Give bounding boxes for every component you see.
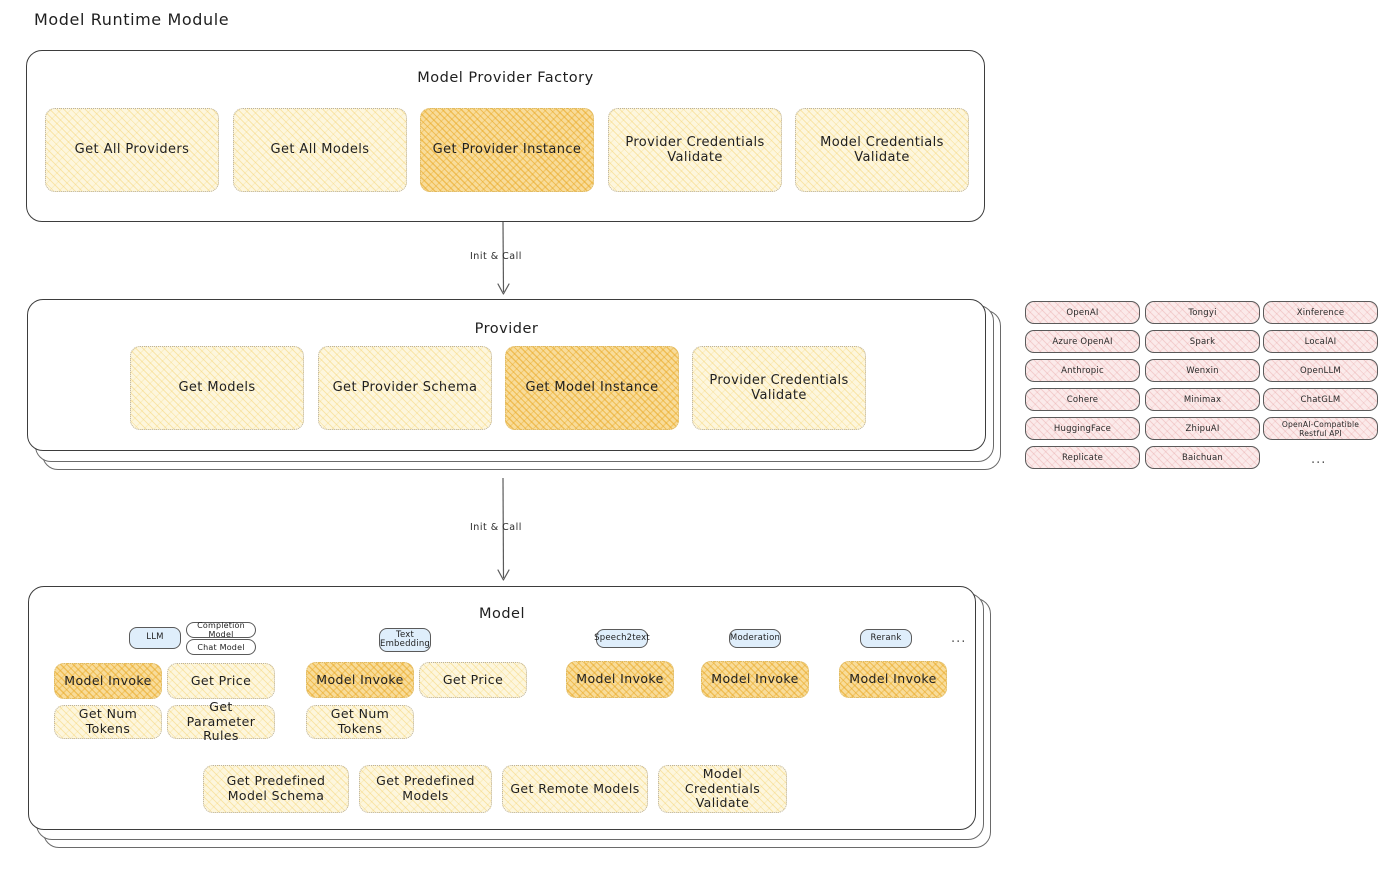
provider-chip-chatglm[interactable]: ChatGLM <box>1263 388 1378 411</box>
arrow-factory-to-provider: Init & Call <box>465 221 585 300</box>
model-subtype-chip-completion-model[interactable]: Completion Model <box>186 621 256 639</box>
box-get-provider-schema[interactable]: Get Provider Schema <box>318 346 492 430</box>
page-title: Model Runtime Module <box>34 10 230 29</box>
arrow-label-init-call-1: Init & Call <box>470 251 522 262</box>
box-text-embedding-get-num-tokens[interactable]: Get Num Tokens <box>306 705 414 739</box>
provider-chip-localai[interactable]: LocalAI <box>1263 330 1378 353</box>
panel-title-model-provider-factory: Model Provider Factory <box>417 70 594 86</box>
provider-chip-zhipuai[interactable]: ZhipuAI <box>1145 417 1260 440</box>
box-llm-get-num-tokens[interactable]: Get Num Tokens <box>54 705 162 739</box>
model-type-chip-rerank[interactable]: Rerank <box>860 629 912 648</box>
provider-chip-anthropic[interactable]: Anthropic <box>1025 359 1140 382</box>
arrow-icon <box>497 477 510 581</box>
box-llm-model-invoke[interactable]: Model Invoke <box>54 663 162 699</box>
provider-chip-spark[interactable]: Spark <box>1145 330 1260 353</box>
box-text-embedding-model-invoke[interactable]: Model Invoke <box>306 662 414 698</box>
provider-chip-azure-openai[interactable]: Azure OpenAI <box>1025 330 1140 353</box>
box-model-credentials-validate[interactable]: Model Credentials Validate <box>795 108 969 192</box>
provider-chip-openai[interactable]: OpenAI <box>1025 301 1140 324</box>
arrow-label-init-call-2: Init & Call <box>470 522 522 533</box>
provider-chip-xinference[interactable]: Xinference <box>1263 301 1378 324</box>
provider-chip-baichuan[interactable]: Baichuan <box>1145 446 1260 469</box>
provider-chip-openai-compatible-restful-api[interactable]: OpenAI-Compatible Restful API <box>1263 417 1378 440</box>
box-get-remote-models[interactable]: Get Remote Models <box>502 765 648 813</box>
provider-chip-minimax[interactable]: Minimax <box>1145 388 1260 411</box>
box-get-provider-instance[interactable]: Get Provider Instance <box>420 108 594 192</box>
box-get-all-providers[interactable]: Get All Providers <box>45 108 219 192</box>
model-subtype-chip-chat-model[interactable]: Chat Model <box>186 639 256 655</box>
provider-chip-tongyi[interactable]: Tongyi <box>1145 301 1260 324</box>
panel-title-model: Model <box>478 606 526 622</box>
provider-chip-cohere[interactable]: Cohere <box>1025 388 1140 411</box>
box-speech2text-model-invoke[interactable]: Model Invoke <box>566 661 674 698</box>
model-type-chip-llm[interactable]: LLM <box>129 627 181 649</box>
model-types-ellipsis: ... <box>951 631 967 646</box>
provider-chip-huggingface[interactable]: HuggingFace <box>1025 417 1140 440</box>
arrow-icon <box>497 221 510 295</box>
box-moderation-model-invoke[interactable]: Model Invoke <box>701 661 809 698</box>
box-provider-credentials-validate[interactable]: Provider Credentials Validate <box>608 108 782 192</box>
model-type-chip-moderation[interactable]: Moderation <box>729 629 781 648</box>
model-type-chip-speech2text[interactable]: Speech2text <box>594 629 650 648</box>
box-text-embedding-get-price[interactable]: Get Price <box>419 662 527 698</box>
arrow-provider-to-model: Init & Call <box>465 477 585 586</box>
box-llm-get-parameter-rules[interactable]: Get Parameter Rules <box>167 699 275 743</box>
box-provider-credentials-validate-2[interactable]: Provider Credentials Validate <box>692 346 866 430</box>
box-get-predefined-model-schema[interactable]: Get Predefined Model Schema <box>203 765 349 813</box>
box-model-credentials-validate-2[interactable]: Model Credentials Validate <box>658 765 787 813</box>
panel-title-provider: Provider <box>474 321 539 337</box>
provider-chip-openllm[interactable]: OpenLLM <box>1263 359 1378 382</box>
box-llm-get-price[interactable]: Get Price <box>167 663 275 699</box>
provider-chip-replicate[interactable]: Replicate <box>1025 446 1140 469</box>
box-get-predefined-models[interactable]: Get Predefined Models <box>359 765 492 813</box>
box-get-all-models[interactable]: Get All Models <box>233 108 407 192</box>
box-rerank-model-invoke[interactable]: Model Invoke <box>839 661 947 698</box>
box-get-models[interactable]: Get Models <box>130 346 304 430</box>
provider-list-ellipsis: ... <box>1311 452 1327 467</box>
provider-chip-wenxin[interactable]: Wenxin <box>1145 359 1260 382</box>
model-type-chip-text-embedding[interactable]: Text Embedding <box>379 628 431 652</box>
box-get-model-instance[interactable]: Get Model Instance <box>505 346 679 430</box>
